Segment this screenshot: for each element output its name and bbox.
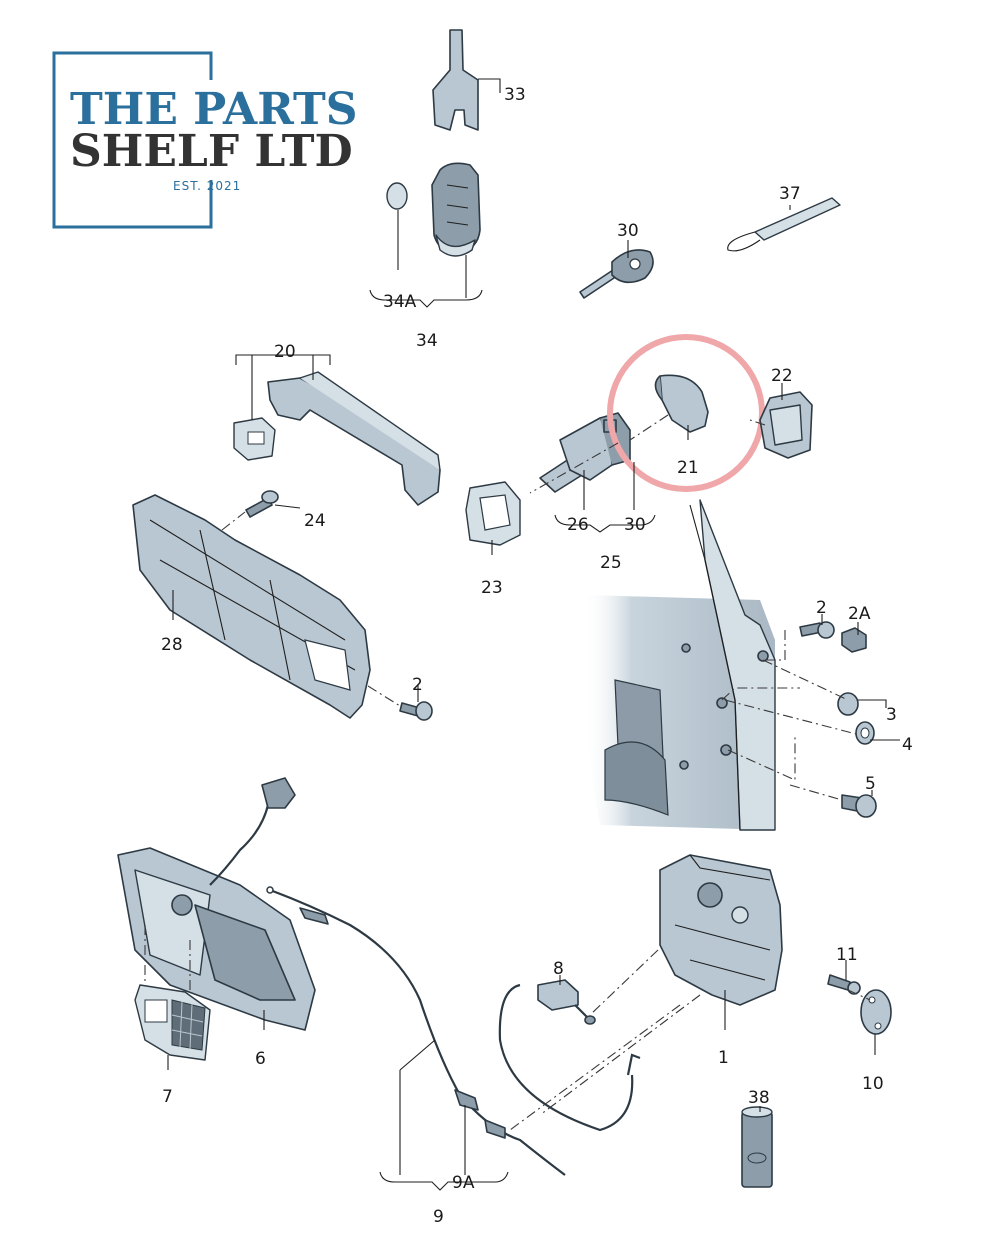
leader-lines xyxy=(167,78,900,1191)
part-24-screw xyxy=(245,490,279,518)
callout-2-left: 2 xyxy=(412,675,423,695)
part-8-actuator-cable xyxy=(498,979,641,1132)
callout-30-cylinder: 30 xyxy=(624,515,646,535)
part-38-grease-tube xyxy=(741,1106,773,1188)
callout-3: 3 xyxy=(886,705,897,725)
part-9-release-cable xyxy=(266,886,566,1176)
callout-38: 38 xyxy=(748,1088,770,1108)
assembly-lines xyxy=(144,414,871,1131)
part-1-lock-mechanism xyxy=(659,854,783,1006)
callout-21: 21 xyxy=(677,458,699,478)
callout-34: 34 xyxy=(416,331,438,351)
callout-4: 4 xyxy=(902,735,913,755)
part-10-cover xyxy=(860,989,892,1035)
callout-33: 33 xyxy=(504,85,526,105)
part-20-outer-handle xyxy=(233,371,441,506)
part-6-inner-handle xyxy=(117,777,316,1031)
callout-2a: 2A xyxy=(848,604,871,624)
part-34-key-fob xyxy=(431,162,481,257)
callout-20: 20 xyxy=(274,342,296,362)
part-22-bezel xyxy=(759,391,813,459)
callout-7: 7 xyxy=(162,1087,173,1107)
part-7-trim-insert xyxy=(134,984,211,1061)
callout-23: 23 xyxy=(481,578,503,598)
part-2-screw-left xyxy=(399,701,433,721)
part-11-screw xyxy=(827,974,861,995)
part-3-grommet xyxy=(837,692,859,716)
callout-9a: 9A xyxy=(452,1173,475,1193)
logo-est: EST. 2021 xyxy=(173,179,241,193)
part-2a-plug xyxy=(841,627,867,653)
callout-30-key: 30 xyxy=(617,221,639,241)
callout-28: 28 xyxy=(161,635,183,655)
logo-line2: SHELF LTD xyxy=(70,126,353,177)
callout-22: 22 xyxy=(771,366,793,386)
callout-5: 5 xyxy=(865,774,876,794)
callout-9: 9 xyxy=(433,1207,444,1227)
callout-11: 11 xyxy=(836,945,858,965)
part-33-key-cover xyxy=(432,29,479,131)
logo-line1: THE PARTS xyxy=(70,84,358,135)
part-34a-battery xyxy=(386,182,408,210)
part-23-gasket xyxy=(465,481,521,546)
part-37-key-tag xyxy=(727,197,841,252)
callout-37: 37 xyxy=(779,184,801,204)
callout-34a: 34A xyxy=(383,292,417,312)
callout-26: 26 xyxy=(567,515,589,535)
part-2-screw-right xyxy=(799,621,835,639)
part-21-cap xyxy=(654,374,709,433)
callout-24: 24 xyxy=(304,511,326,531)
part-28-handle-carrier xyxy=(132,494,371,719)
door-panel-illustration xyxy=(584,499,776,831)
callout-6: 6 xyxy=(255,1049,266,1069)
callout-8: 8 xyxy=(553,959,564,979)
company-logo: THE PARTS SHELF LTD EST. 2021 xyxy=(52,51,360,229)
callout-25: 25 xyxy=(600,553,622,573)
highlight-circle-part-21 xyxy=(607,334,765,492)
callout-1: 1 xyxy=(718,1048,729,1068)
part-4-washer xyxy=(855,721,875,745)
part-30-key xyxy=(579,249,654,299)
callout-labels: 33 34A 34 30 37 20 22 21 24 26 30 25 23 … xyxy=(161,85,913,1227)
part-5-striker-bolt xyxy=(841,794,877,818)
callout-2-right: 2 xyxy=(816,598,827,618)
callout-10: 10 xyxy=(862,1074,884,1094)
